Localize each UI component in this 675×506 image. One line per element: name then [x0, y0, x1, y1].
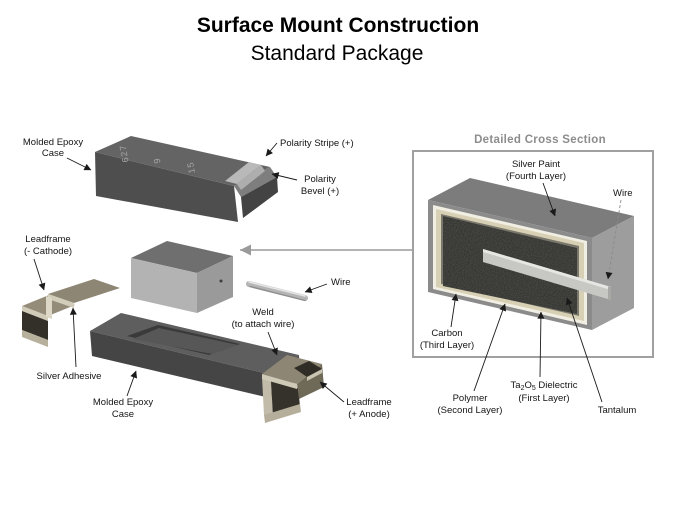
label-carbon: (Third Layer): [420, 340, 474, 351]
label-polymer: (Second Layer): [438, 405, 503, 416]
top-face: [428, 178, 634, 238]
channel-bottom-edge: [22, 330, 48, 347]
leader-line: [450, 293, 459, 328]
capacitor-element-shape: [131, 241, 233, 313]
label-subscript: 5: [532, 385, 536, 392]
page-subtitle: Standard Package: [251, 42, 424, 65]
leader-line-dashed: [605, 199, 622, 280]
shelf-edge: [48, 294, 74, 308]
callout-lines: [33, 142, 345, 403]
label-leadframe-cathode: (- Cathode): [24, 246, 72, 257]
leader-line: [542, 182, 557, 217]
front-face: [95, 152, 238, 222]
wire-shadow: [249, 285, 306, 302]
label-silver-adhesive: Silver Adhesive: [37, 371, 102, 382]
bevel-face: [234, 167, 277, 197]
label-leadframe-anode: Leadframe: [346, 397, 391, 408]
plate-hole: [294, 361, 322, 377]
label-part: Dielectric: [536, 380, 578, 391]
label-carbon: Carbon: [431, 328, 462, 339]
case-marking: 15: [185, 161, 197, 175]
label-molded-epoxy-case-top: Molded Epoxy: [23, 137, 83, 148]
leader-line: [69, 307, 77, 368]
cross-section-header: Detailed Cross Section: [474, 134, 606, 146]
leadframe-anode-shape: [262, 355, 324, 423]
label-silver-paint: (Fourth Layer): [506, 171, 566, 182]
label-molded-epoxy-case-bottom: Molded Epoxy: [93, 397, 153, 408]
label-ta2o5-dielectric: Ta2O5 Dielectric: [511, 380, 578, 392]
leader-line: [537, 311, 545, 378]
cross-section-block-shape: [428, 178, 634, 330]
label-polarity-bevel: Polarity: [304, 174, 336, 185]
left-wall: [262, 377, 273, 418]
wire-body: [246, 281, 308, 301]
plate-front-edge: [262, 374, 297, 389]
leader-line: [565, 297, 603, 403]
leader-line: [319, 381, 345, 403]
hole-inner-edge: [307, 369, 322, 381]
leader-line: [66, 157, 92, 171]
label-wire: Wire: [331, 277, 351, 288]
label-molded-epoxy-case-top: Case: [42, 148, 64, 159]
label-part: O: [524, 380, 531, 391]
label-molded-epoxy-case-bottom: Case: [112, 409, 134, 420]
wire-bar: [483, 249, 611, 300]
label-weld: Weld: [252, 307, 273, 318]
bottom-flange: [264, 404, 301, 423]
label-subscript: 2: [521, 385, 525, 392]
label-silver-paint: Silver Paint: [512, 159, 560, 170]
label-polarity-stripe: Polarity Stripe (+): [280, 138, 354, 149]
label-leadframe-anode: (+ Anode): [348, 409, 389, 420]
end-face: [241, 177, 278, 218]
side-face: [592, 216, 634, 330]
case-marking: 9: [152, 157, 163, 165]
front-face: [90, 331, 270, 398]
cross-section-callout-lines: [450, 182, 622, 403]
leader-line: [271, 172, 298, 181]
side-face: [197, 256, 233, 313]
leader-line: [265, 142, 278, 157]
wire-bar-end: [608, 286, 611, 300]
leader-line: [267, 331, 278, 356]
label-weld: (to attach wire): [232, 319, 295, 330]
label-ta2o5-dielectric: (First Layer): [518, 393, 569, 404]
leader-line: [126, 370, 138, 397]
leadframe-cathode-shape: [22, 279, 120, 347]
label-part: Ta: [511, 380, 522, 391]
front-face: [131, 258, 197, 313]
label-leadframe-cathode: Leadframe: [25, 234, 70, 245]
top-face: [95, 136, 270, 186]
case-marking: 627: [118, 144, 131, 163]
cross-section-frame: [412, 150, 654, 358]
leader-line: [473, 303, 507, 392]
wire-bar-highlight: [483, 249, 611, 290]
wire-stub-dot: [219, 279, 223, 283]
label-polymer: Polymer: [453, 393, 488, 404]
polarity-bevel-shape: [237, 165, 265, 190]
label-tantalum: Tantalum: [598, 405, 637, 416]
wire-shape: [246, 281, 308, 302]
leader-line: [304, 283, 328, 294]
bend-highlight: [46, 296, 52, 319]
channel-top-edge: [22, 306, 48, 321]
channel-interior: [22, 311, 48, 340]
wire-highlight: [248, 281, 306, 297]
label-wire-cross-section: Wire: [613, 188, 633, 199]
recess-floor: [133, 328, 238, 354]
molded-epoxy-case-top-shape: 627 9 15: [95, 136, 278, 222]
polarity-stripe-shape: [225, 162, 261, 184]
top-face: [131, 241, 233, 273]
label-polarity-bevel: Bevel (+): [301, 186, 339, 197]
leader-line: [33, 258, 46, 291]
shelf-top: [48, 279, 120, 303]
page-title: Surface Mount Construction: [197, 14, 479, 37]
